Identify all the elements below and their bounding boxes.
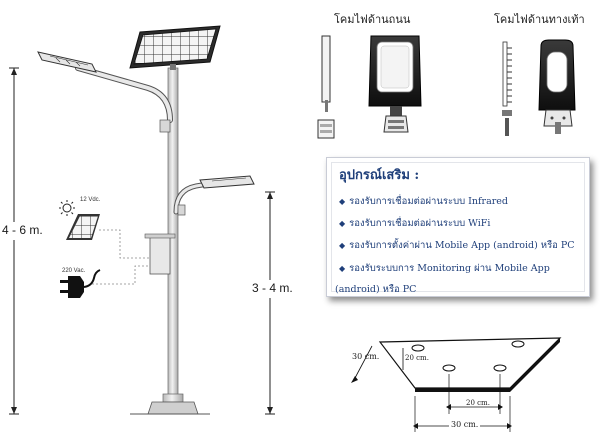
road-lamp-title: โคมไฟด้านถนน bbox=[334, 13, 411, 26]
diamond-bullet-icon: ◆ bbox=[339, 197, 346, 206]
sidewalk-lamp-head bbox=[199, 175, 255, 189]
accessories-panel: อุปกรณ์เสริม : ◆รองรับการเชื่อมต่อผ่านระ… bbox=[326, 157, 590, 297]
accessories-title: อุปกรณ์เสริม : bbox=[339, 168, 420, 183]
base-inner-side-label: 20 cm. bbox=[405, 354, 429, 362]
road-lamp-drawings bbox=[317, 35, 422, 139]
solar-panel-icon bbox=[59, 200, 100, 240]
feature-item-text: รองรับระบบการ Monitoring ผ่าน Mobile App bbox=[349, 263, 550, 274]
base-side-label: 30 cm. bbox=[352, 352, 380, 361]
feature-item: ◆รองรับการตั้งค่าผ่าน Mobile App (androi… bbox=[339, 238, 575, 253]
pole-assembly bbox=[37, 25, 255, 415]
base-inner-bottom-label: 20 cm. bbox=[466, 399, 490, 407]
feature-item-continuation: (android) หรือ PC bbox=[335, 284, 417, 295]
solar-voltage-label: 12 Vdc. bbox=[80, 197, 101, 203]
sidewalk-lamp-title: โคมไฟด้านทางเท้า bbox=[494, 13, 585, 26]
tall-height-dimension bbox=[0, 67, 40, 415]
base-plate-diagram bbox=[351, 337, 562, 432]
road-lamp-head bbox=[37, 51, 97, 73]
sidewalk-lamp-drawings bbox=[502, 39, 576, 136]
feature-item-text: รองรับการเชื่อมต่อผ่านระบบ Infrared bbox=[349, 196, 508, 207]
power-plug-icon bbox=[60, 269, 101, 298]
feature-item: ◆รองรับระบบการ Monitoring ผ่าน Mobile Ap… bbox=[339, 261, 550, 276]
solar-panel bbox=[129, 25, 221, 70]
short-height-dimension bbox=[248, 191, 298, 415]
base-bottom-label: 30 cm. bbox=[449, 420, 481, 429]
diamond-bullet-icon: ◆ bbox=[339, 241, 346, 250]
feature-item-text: รองรับการเชื่อมต่อผ่านระบบ WiFi bbox=[349, 218, 491, 229]
ac-voltage-label: 220 Vac. bbox=[62, 268, 86, 274]
feature-item: ◆รองรับการเชื่อมต่อผ่านระบบ WiFi bbox=[339, 216, 490, 231]
tall-height-label: 4 - 6 m. bbox=[2, 223, 43, 237]
feature-item: ◆รองรับการเชื่อมต่อผ่านระบบ Infrared bbox=[339, 194, 508, 209]
diamond-bullet-icon: ◆ bbox=[339, 264, 346, 273]
feature-item-text: รองรับการตั้งค่าผ่าน Mobile App (android… bbox=[349, 240, 575, 251]
battery-box bbox=[144, 233, 176, 275]
diamond-bullet-icon: ◆ bbox=[339, 219, 346, 228]
short-height-label: 3 - 4 m. bbox=[252, 281, 293, 295]
accessories-panel-frame bbox=[331, 162, 585, 292]
